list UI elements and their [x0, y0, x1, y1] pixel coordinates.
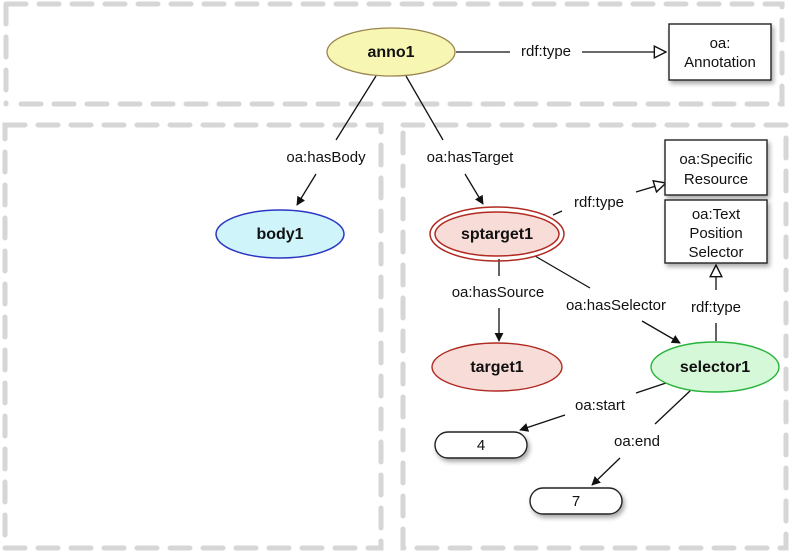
- node-sptarget1[interactable]: sptarget1: [429, 206, 565, 262]
- edge-label-end: oa:end: [614, 433, 660, 450]
- edge-has-source: oa:hasSource: [452, 259, 545, 342]
- edge-sptarget-type: rdf:type: [552, 183, 666, 216]
- edge-label-has-selector: oa:hasSelector: [566, 297, 666, 314]
- node-body1[interactable]: body1: [215, 209, 345, 259]
- node-label-selector1: selector1: [680, 359, 750, 376]
- edge-anno-type: rdf:type: [456, 43, 666, 60]
- annotation-panel: [3, 1, 785, 107]
- class-tps-line-2: Position: [689, 225, 742, 242]
- literal-start[interactable]: 4: [434, 431, 528, 459]
- literal-end-value: 7: [572, 493, 580, 510]
- class-tps-line-1: oa:Text: [692, 206, 741, 223]
- edge-label-has-source: oa:hasSource: [452, 284, 545, 301]
- node-selector1[interactable]: selector1: [650, 341, 780, 393]
- edge-end: oa:end: [591, 389, 692, 486]
- target-panel: [400, 122, 789, 551]
- body-panel: [2, 122, 384, 551]
- class-tps-line-3: Selector: [688, 244, 743, 261]
- edge-label-selector-type: rdf:type: [691, 299, 741, 316]
- node-label-anno1: anno1: [367, 44, 414, 61]
- literal-end[interactable]: 7: [529, 487, 623, 515]
- node-label-sptarget1: sptarget1: [461, 226, 533, 243]
- class-annotation[interactable]: oa: Annotation: [668, 23, 772, 81]
- class-specific-resource-line-1: oa:Specific: [679, 151, 753, 168]
- edge-label-sptarget-type: rdf:type: [574, 194, 624, 211]
- edge-has-body: oa:hasBody: [286, 75, 377, 206]
- node-anno1[interactable]: anno1: [326, 27, 456, 77]
- edge-label-anno-type: rdf:type: [521, 43, 571, 60]
- class-annotation-line-1: oa:: [710, 35, 731, 52]
- class-specific-resource[interactable]: oa:Specific Resource: [664, 139, 768, 196]
- edge-label-start: oa:start: [575, 397, 626, 414]
- literal-start-value: 4: [477, 437, 485, 454]
- edge-start: oa:start: [519, 382, 667, 432]
- edge-has-selector: oa:hasSelector: [534, 255, 681, 344]
- edge-selector-type: rdf:type: [691, 265, 741, 341]
- node-label-target1: target1: [470, 359, 523, 376]
- edge-label-has-body: oa:hasBody: [286, 149, 366, 166]
- class-specific-resource-line-2: Resource: [684, 171, 748, 188]
- edge-has-target: oa:hasTarget: [405, 75, 515, 205]
- node-label-body1: body1: [256, 226, 303, 243]
- class-text-position-selector[interactable]: oa:Text Position Selector: [664, 199, 768, 264]
- edge-label-has-target: oa:hasTarget: [427, 149, 515, 166]
- class-annotation-line-2: Annotation: [684, 54, 756, 71]
- node-target1[interactable]: target1: [431, 342, 563, 392]
